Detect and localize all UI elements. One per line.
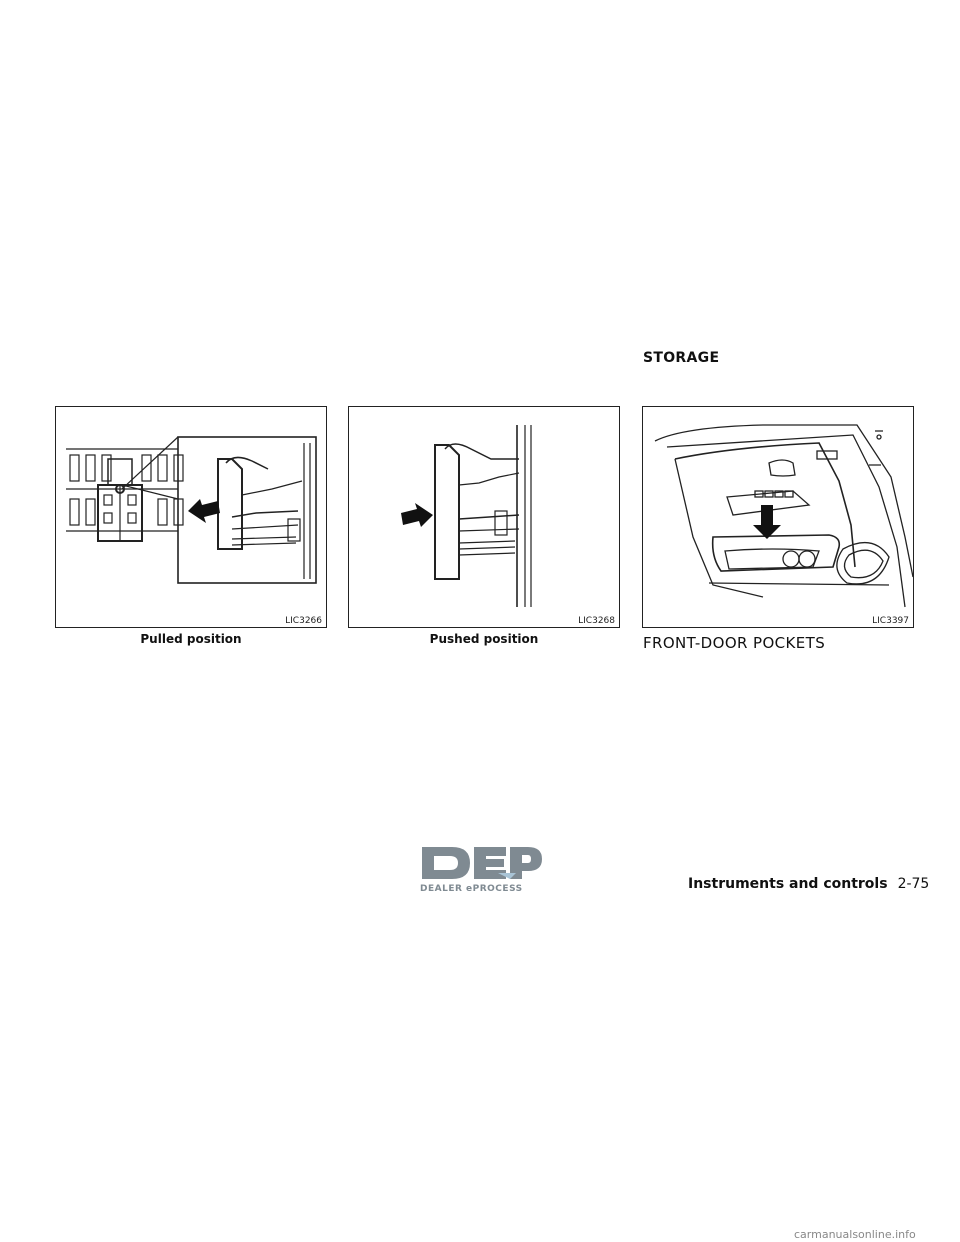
figure-caption-pulled: Pulled position (140, 632, 242, 646)
footer-section-name: Instruments and controls (688, 876, 888, 892)
figure-code: LIC3266 (285, 616, 322, 626)
subheading-front-door-pockets: FRONT-DOOR POCKETS (643, 634, 826, 652)
figure-caption-pushed: Pushed position (429, 632, 539, 646)
page-footer: Instruments and controls 2-75 (688, 876, 929, 892)
door-pocket-illustration (654, 424, 913, 608)
svg-text:DEALER ePROCESS: DEALER ePROCESS (420, 884, 523, 894)
pulled-position-illustration (66, 436, 317, 584)
figure-code: LIC3268 (578, 616, 615, 626)
figure-front-door-pockets: LIC3397 (642, 406, 914, 628)
footer-page-number: 2-75 (897, 876, 930, 892)
section-heading: STORAGE (643, 350, 720, 366)
dealer-eprocess-logo: DEALER ePROCESS (418, 845, 544, 900)
watermark: carmanualsonline.info (794, 1228, 916, 1241)
figure-pulled-position: LIC3266 (55, 406, 327, 628)
figure-code: LIC3397 (872, 616, 909, 626)
figure-pushed-position: LIC3268 (348, 406, 620, 628)
pushed-position-illustration (401, 425, 532, 607)
